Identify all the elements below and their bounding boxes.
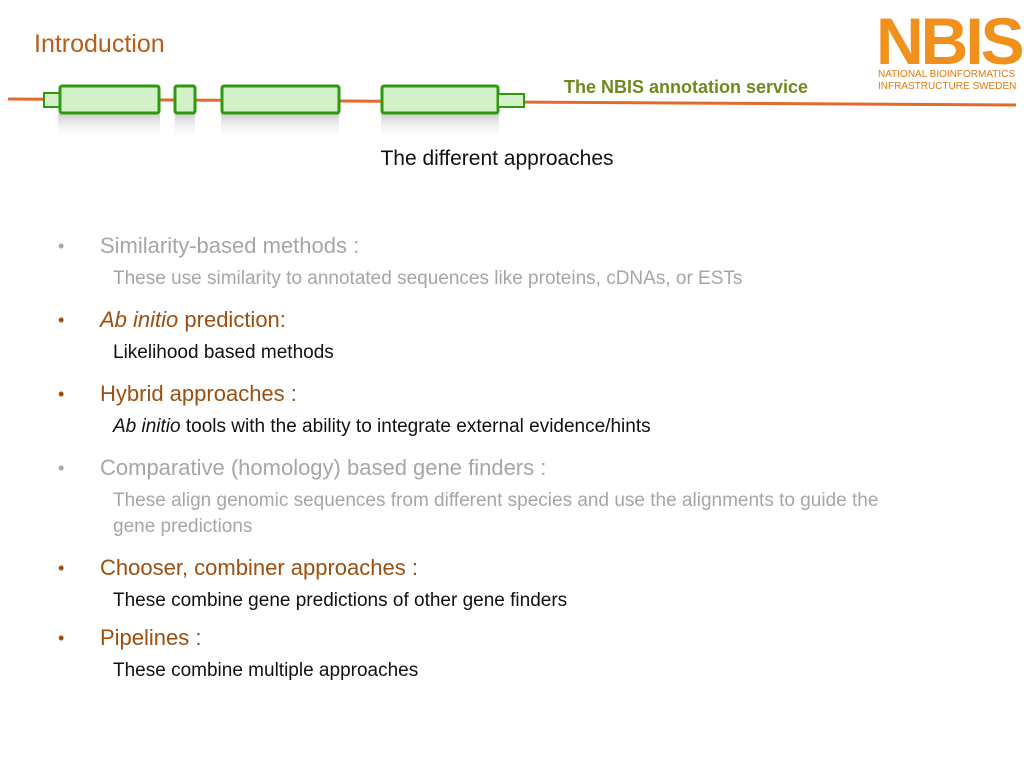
list-item: • Pipelines : (58, 620, 958, 656)
item-label: Ab initio prediction: (100, 302, 286, 338)
utr-box (43, 92, 61, 108)
item-description: These combine gene predictions of other … (113, 590, 568, 611)
item-description-italic: Ab initio (113, 416, 181, 437)
item-label: Pipelines : (100, 625, 202, 650)
item-description-rest: tools with the ability to integrate exte… (180, 416, 651, 437)
exon-box (58, 84, 161, 115)
exon-box (173, 84, 197, 115)
slide-heading: The different approaches (380, 147, 614, 170)
logo-subtitle: NATIONAL BIOINFORMATICS INFRASTRUCTURE S… (878, 69, 1016, 93)
item-description: Likelihood based methods (113, 342, 334, 363)
logo-letters: NBIS (876, 4, 1024, 78)
exon-box (380, 84, 500, 115)
item-label-rest: prediction: (178, 307, 286, 332)
item-description: These combine multiple approaches (113, 660, 419, 681)
reflection (381, 114, 499, 140)
logo-line-1: NATIONAL BIOINFORMATICS (878, 69, 1016, 80)
nbis-logo: NBIS NATIONAL BIOINFORMATICS INFRASTRUCT… (876, 8, 1024, 98)
bullet-icon: • (58, 236, 65, 256)
list-item: • Chooser, combiner approaches : (58, 550, 958, 586)
item-label: Comparative (homology) based gene finder… (100, 455, 547, 480)
reflection (221, 114, 339, 140)
logo-line-2: INFRASTRUCTURE SWEDEN (878, 81, 1017, 92)
reflection (175, 114, 195, 140)
bullet-icon: • (58, 628, 65, 648)
bullet-icon: • (58, 384, 65, 404)
approach-list: • Similarity-based methods : These use s… (58, 228, 958, 684)
list-item: • Ab initio prediction: (58, 302, 958, 338)
utr-box (497, 93, 525, 108)
reflection (58, 114, 160, 140)
list-item: • Hybrid approaches : (58, 376, 958, 412)
item-description: These use similarity to annotated sequen… (113, 268, 743, 289)
exon-box (220, 84, 341, 115)
bullet-icon: • (58, 558, 65, 578)
bullet-icon: • (58, 310, 65, 330)
item-label: Hybrid approaches : (100, 381, 297, 406)
item-description: These align genomic sequences from diffe… (113, 490, 879, 537)
item-label: Chooser, combiner approaches : (100, 555, 418, 580)
slide-subtitle: The NBIS annotation service (564, 77, 809, 97)
item-description: Ab initio tools with the ability to inte… (113, 414, 913, 440)
section-title: Introduction (34, 30, 165, 58)
item-label-italic: Ab initio (100, 307, 179, 332)
list-item: • Similarity-based methods : (58, 228, 958, 264)
list-item: • Comparative (homology) based gene find… (58, 450, 958, 486)
bullet-icon: • (58, 458, 65, 478)
item-label: Similarity-based methods : (100, 233, 360, 258)
gene-model-graphic (7, 84, 1017, 140)
